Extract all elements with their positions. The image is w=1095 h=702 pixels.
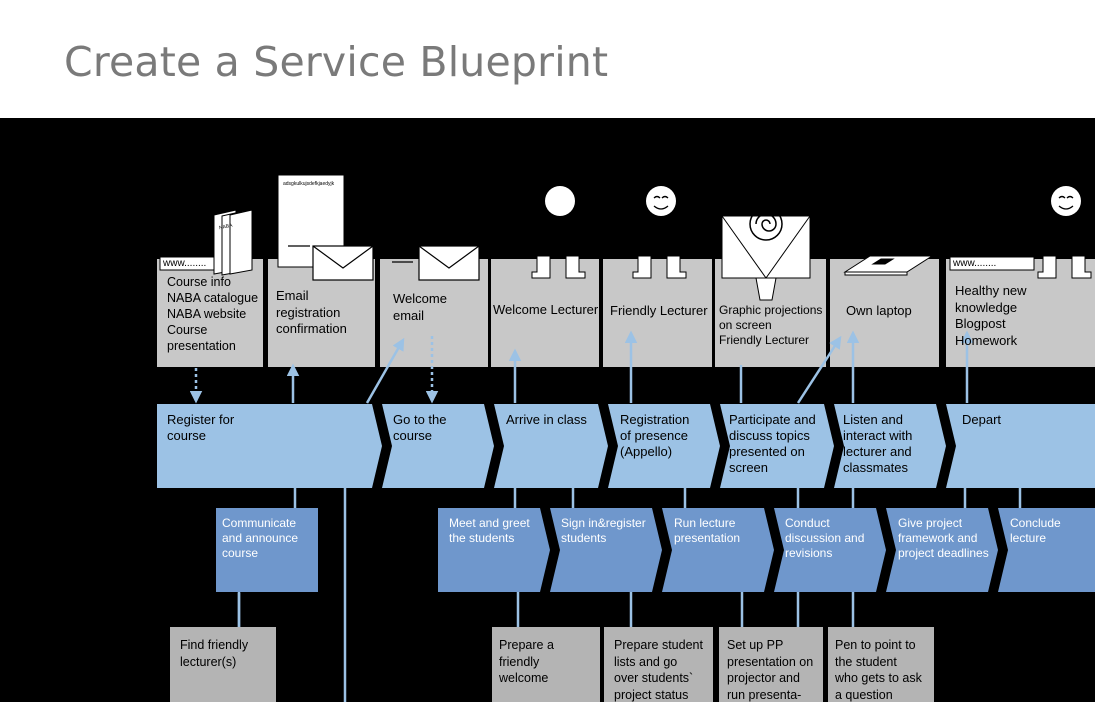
blueprint-graphics xyxy=(157,174,1095,702)
arrows xyxy=(189,330,974,404)
customer-action-2: Go to the course xyxy=(393,412,447,443)
evidence-url-1: www........ xyxy=(163,258,207,269)
projector-icon xyxy=(721,207,811,301)
support-process-3: Prepare student lists and go over studen… xyxy=(614,638,703,702)
connector-lines xyxy=(237,488,1022,702)
customer-action-7: Depart xyxy=(962,412,1002,427)
customer-action-6: Listen and interact with lecturer and cl… xyxy=(843,412,913,475)
customer-action-1: Register for course xyxy=(167,412,235,443)
smiley-faces xyxy=(653,195,1074,210)
frontstage-action-2: Meet and greet the students xyxy=(449,516,530,545)
frontstage-action-3: Sign in&register students xyxy=(561,516,646,545)
evidence-url-8: www........ xyxy=(953,258,997,269)
website-url-bars xyxy=(159,256,1035,271)
evidence-text-6: Graphic projections on screen Friendly L… xyxy=(719,303,823,347)
frontstage-action-shapes xyxy=(216,508,1095,592)
frontstage-action-1: Communicate and announce course xyxy=(222,516,299,560)
customer-action-3: Arrive in class xyxy=(506,412,587,427)
evidence-text-8: Healthy new knowledge Blogpost Homework xyxy=(955,283,1027,348)
service-blueprint: www........ www........ adsgkulkujsdefkj… xyxy=(0,118,1095,702)
support-process-shapes xyxy=(170,627,934,702)
slide-title: Create a Service Blueprint xyxy=(64,38,609,86)
evidence-text-4: Welcome Lecturer xyxy=(493,302,599,317)
evidence-text-7: Own laptop xyxy=(846,303,912,318)
frontstage-action-5: Conduct discussion and revisions xyxy=(785,516,865,560)
frontstage-action-4: Run lecture presentation xyxy=(674,516,741,545)
customer-action-shapes xyxy=(157,404,1095,488)
customer-action-5: Participate and discuss topics presented… xyxy=(729,412,816,475)
evidence-text-3: Welcome email xyxy=(393,291,447,323)
document-text: adsgkulkujsdefkjaedyjk xyxy=(283,181,335,187)
laptop-icon xyxy=(843,255,934,276)
evidence-text-2: Email registration confirmation xyxy=(276,288,347,336)
support-process-1: Find friendly lecturer(s) xyxy=(180,638,249,669)
frontstage-action-7: Conclude lecture xyxy=(1010,516,1061,545)
person-feet xyxy=(531,255,1092,279)
support-process-5: Pen to point to the student who gets to … xyxy=(835,638,922,702)
frontstage-action-6: Give project framework and project deadl… xyxy=(898,516,989,560)
document-icon xyxy=(277,174,345,268)
person-heads xyxy=(545,186,1081,216)
customer-action-4: Registration of presence (Appello) xyxy=(620,412,690,459)
brochure-icon xyxy=(213,209,253,276)
support-process-4: Set up PP presentation on projector and … xyxy=(727,638,814,702)
support-process-2: Prepare a friendly welcome xyxy=(499,638,554,685)
evidence-text-5: Friendly Lecturer xyxy=(610,303,708,318)
envelope-icon xyxy=(312,245,480,281)
evidence-text-1: Course info NABA catalogue NABA website … xyxy=(167,275,259,353)
